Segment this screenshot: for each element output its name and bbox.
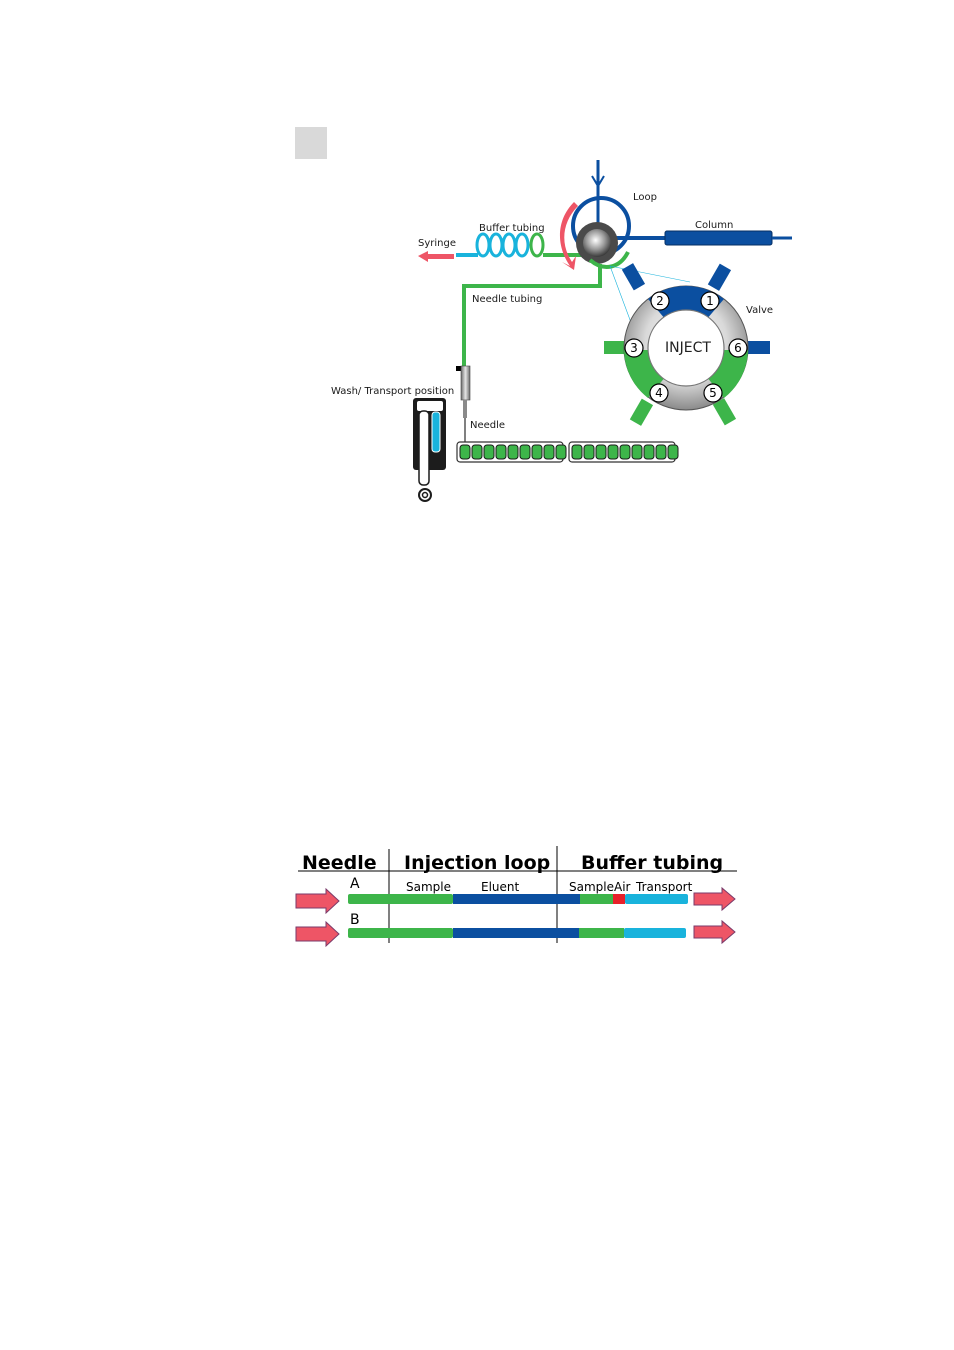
flow-segment	[579, 928, 624, 938]
flow-diagram: Loop Column Buffer tubing Syringe	[331, 160, 792, 501]
flow-segment	[625, 894, 688, 904]
valve-mode-label: INJECT	[665, 340, 711, 356]
flow-segment	[453, 894, 580, 904]
valve: INJECT 1 2 3 4 5 6 Valve	[604, 263, 773, 426]
sample-vial	[620, 445, 630, 459]
sample-vial	[520, 445, 530, 459]
column: Column	[665, 220, 792, 245]
sample-vial	[544, 445, 554, 459]
port-stub-3	[604, 341, 626, 354]
row-b-label: B	[350, 912, 360, 928]
wash-transport-label: Wash/ Transport position	[331, 386, 454, 397]
sample-vial	[556, 445, 566, 459]
sample-vial	[668, 445, 678, 459]
port-stub-4	[630, 399, 653, 426]
port-5-label: 5	[709, 386, 717, 400]
flow-arrow-out-a-icon	[694, 888, 735, 910]
segment-label-air: Air	[614, 880, 631, 894]
flow-bar-a	[348, 894, 688, 904]
segment-label-eluent: Eluent	[481, 880, 520, 894]
callout-line	[610, 266, 690, 282]
port-stub-6	[748, 341, 770, 354]
sample-vial	[460, 445, 470, 459]
sample-rack-2	[569, 442, 678, 462]
sample-vial	[532, 445, 542, 459]
flow-segment	[613, 894, 625, 904]
flow-arrow-in-a-icon	[296, 889, 339, 913]
port-4-label: 4	[655, 386, 663, 400]
flow-bar-b	[348, 928, 686, 938]
flow-table: Needle Injection loop Buffer tubing A B …	[296, 846, 737, 946]
valve-label: Valve	[746, 305, 773, 316]
wash-transport-station: Wash/ Transport position	[331, 386, 454, 501]
flow-arrow-out-b-icon	[694, 921, 735, 943]
port-2-label: 2	[656, 294, 664, 308]
sample-vial	[596, 445, 606, 459]
buffer-tubing-label: Buffer tubing	[479, 223, 545, 234]
flow-arrow-in-b-icon	[296, 922, 339, 946]
sample-vial	[656, 445, 666, 459]
sample-vial	[632, 445, 642, 459]
sample-vial	[644, 445, 654, 459]
flow-segment	[624, 928, 686, 938]
port-stub-2	[622, 263, 645, 290]
column-label: Column	[695, 220, 733, 231]
port-stub-1	[708, 264, 731, 291]
sample-rack-1	[457, 442, 566, 462]
sample-vial	[584, 445, 594, 459]
flow-segment	[453, 928, 579, 938]
sample-vial	[608, 445, 618, 459]
flow-segment	[348, 928, 453, 938]
port-3-label: 3	[630, 341, 638, 355]
page-marker	[295, 127, 327, 159]
sample-vial	[472, 445, 482, 459]
buffer-tubing: Buffer tubing	[456, 223, 588, 256]
sample-vial	[496, 445, 506, 459]
needle: Needle	[456, 366, 505, 454]
flow-segment	[580, 894, 613, 904]
loop-label: Loop	[633, 192, 657, 203]
row-a-label: A	[350, 876, 360, 892]
needle-label: Needle	[470, 420, 505, 431]
sample-vial	[484, 445, 494, 459]
port-6-label: 6	[734, 341, 742, 355]
port-1-label: 1	[706, 294, 714, 308]
segment-label-transport: Transport	[635, 880, 693, 894]
sample-vial	[508, 445, 518, 459]
needle-tubing: Needle tubing	[464, 264, 600, 372]
segment-label-sample: Sample	[406, 880, 451, 894]
flow-segment	[348, 894, 453, 904]
syringe-label: Syringe	[418, 238, 456, 249]
needle-tubing-label: Needle tubing	[472, 294, 542, 305]
sample-vial	[572, 445, 582, 459]
segment-label-sample-buffer: Sample	[569, 880, 614, 894]
syringe-arrow-icon	[418, 251, 454, 262]
syringe: Syringe	[418, 238, 456, 262]
